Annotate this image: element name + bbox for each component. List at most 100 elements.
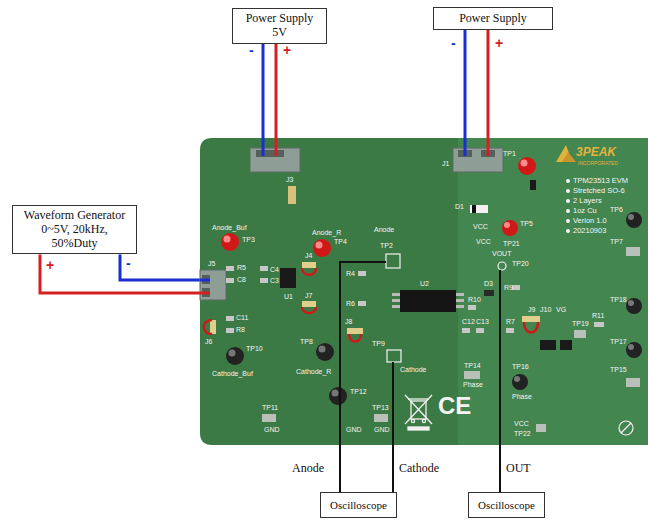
probe-label: OUT <box>506 462 531 474</box>
weee-bin-symbol <box>405 395 432 430</box>
brand-logo-text: 3PEAK <box>576 146 616 158</box>
silkscreen-label: TP7 <box>610 238 623 245</box>
silkscreen-label: VCC <box>476 238 491 245</box>
black-test-point <box>626 298 642 314</box>
bullet-dot <box>566 199 570 203</box>
ic-chip <box>540 340 556 350</box>
jumper-loop <box>204 268 538 342</box>
black-test-point <box>226 212 642 405</box>
smd-component <box>226 266 234 271</box>
silkscreen-label: GND <box>374 426 390 433</box>
red-test-point <box>224 236 231 243</box>
diode-symbol <box>470 205 488 213</box>
ic-chip <box>456 305 464 308</box>
cable-wire <box>262 44 265 138</box>
silkscreen-label: TP14 <box>464 362 481 369</box>
board-spec-line: 20210903 <box>566 226 628 236</box>
silkscreen-label: TP13 <box>372 404 389 411</box>
test-loop <box>498 262 506 270</box>
pcb-board: TPM23513 EVMStretched SO-62 Layers1oz Cu… <box>200 138 648 445</box>
smd-component <box>260 266 268 271</box>
silkscreen-label: Anode_R <box>312 229 341 236</box>
smd-component <box>506 328 514 333</box>
weee-bin-symbol <box>408 398 429 399</box>
board-spec-line: Stretched SO-6 <box>566 186 628 196</box>
test-pad <box>626 247 640 256</box>
cable-wire <box>487 30 490 138</box>
silkscreen-label: U1 <box>284 293 293 300</box>
smd-component <box>484 290 494 296</box>
black-test-point <box>626 342 642 358</box>
silkscreen-label: C3 <box>270 277 279 284</box>
smd-component <box>530 180 536 190</box>
polarity-mark: - <box>249 43 254 57</box>
smd-component <box>462 328 470 333</box>
silkscreen-label: C4 <box>270 266 279 273</box>
cable-wire <box>499 445 501 492</box>
cable-wire <box>120 254 200 280</box>
box-text: Waveform Generator <box>24 209 125 223</box>
terminal-block <box>200 270 226 300</box>
test-pad <box>262 247 640 432</box>
board-spec-text: 2 Layers <box>573 196 602 205</box>
terminal-block <box>453 148 503 172</box>
cable-wire <box>464 30 467 138</box>
red-test-point <box>313 239 331 257</box>
jumper-loop <box>302 307 316 313</box>
bullet-dot <box>566 189 570 193</box>
silkscreen-label: TP19 <box>572 320 589 327</box>
silkscreen-label: VG <box>556 306 566 313</box>
ic-chip <box>456 293 464 296</box>
silkscreen-label: TP4 <box>334 238 347 245</box>
silkscreen-label: Anode_Buf <box>212 224 247 231</box>
silkscreen-label: VOUT <box>492 250 511 257</box>
silkscreen-label: VCC <box>514 420 529 427</box>
silkscreen-label: TP3 <box>242 236 255 243</box>
test-pad <box>574 330 586 338</box>
silkscreen-label: C12 <box>462 318 475 325</box>
probe-wire <box>340 262 386 445</box>
silkscreen-label: C8 <box>237 276 246 283</box>
wire-stub <box>200 138 488 293</box>
silkscreen-label: TP10 <box>246 345 263 352</box>
logo-mark <box>556 145 576 162</box>
silkscreen-label: R7 <box>506 318 515 325</box>
wire-stub <box>464 138 467 156</box>
silkscreen-label: Cathode <box>400 366 426 373</box>
probe-wire <box>392 362 394 445</box>
bullet-dot <box>566 229 570 233</box>
red-test-point <box>221 233 239 251</box>
silkscreen-label: VCC <box>473 223 488 230</box>
silkscreen-label: TP20 <box>512 260 529 267</box>
board-spec-line: Verion 1.0 <box>566 216 628 226</box>
red-test-point <box>316 242 323 249</box>
board-spec-line: TPM23513 EVM <box>566 176 628 186</box>
smd-component <box>226 328 234 333</box>
silkscreen-label: J3 <box>286 176 293 183</box>
test-pad <box>536 424 546 432</box>
header-pin <box>288 186 296 204</box>
header-pin <box>210 320 216 334</box>
silkscreen-label: D1 <box>455 203 464 210</box>
jumper-loop <box>524 322 538 333</box>
board-spec-text: 20210903 <box>573 226 606 235</box>
polarity-mark: + <box>495 36 503 50</box>
test-pad <box>626 378 640 387</box>
polarity-mark: + <box>283 43 291 57</box>
ic-chip <box>392 305 400 308</box>
ic-chip <box>280 268 572 350</box>
test-loop <box>386 254 400 268</box>
test-loop <box>387 350 401 362</box>
ic-chip <box>456 299 464 302</box>
equipment-box: Oscilloscope <box>320 492 397 518</box>
black-test-point <box>226 347 244 365</box>
silkscreen-label: J5 <box>208 260 215 267</box>
black-test-point <box>316 343 334 361</box>
silkscreen-label: TP6 <box>610 206 623 213</box>
silkscreen-label: J9 <box>528 306 535 313</box>
mounting-icon <box>621 423 631 433</box>
polarity-mark: + <box>46 258 54 272</box>
silkscreen-label: R5 <box>237 264 246 271</box>
polarity-mark: - <box>451 36 456 50</box>
